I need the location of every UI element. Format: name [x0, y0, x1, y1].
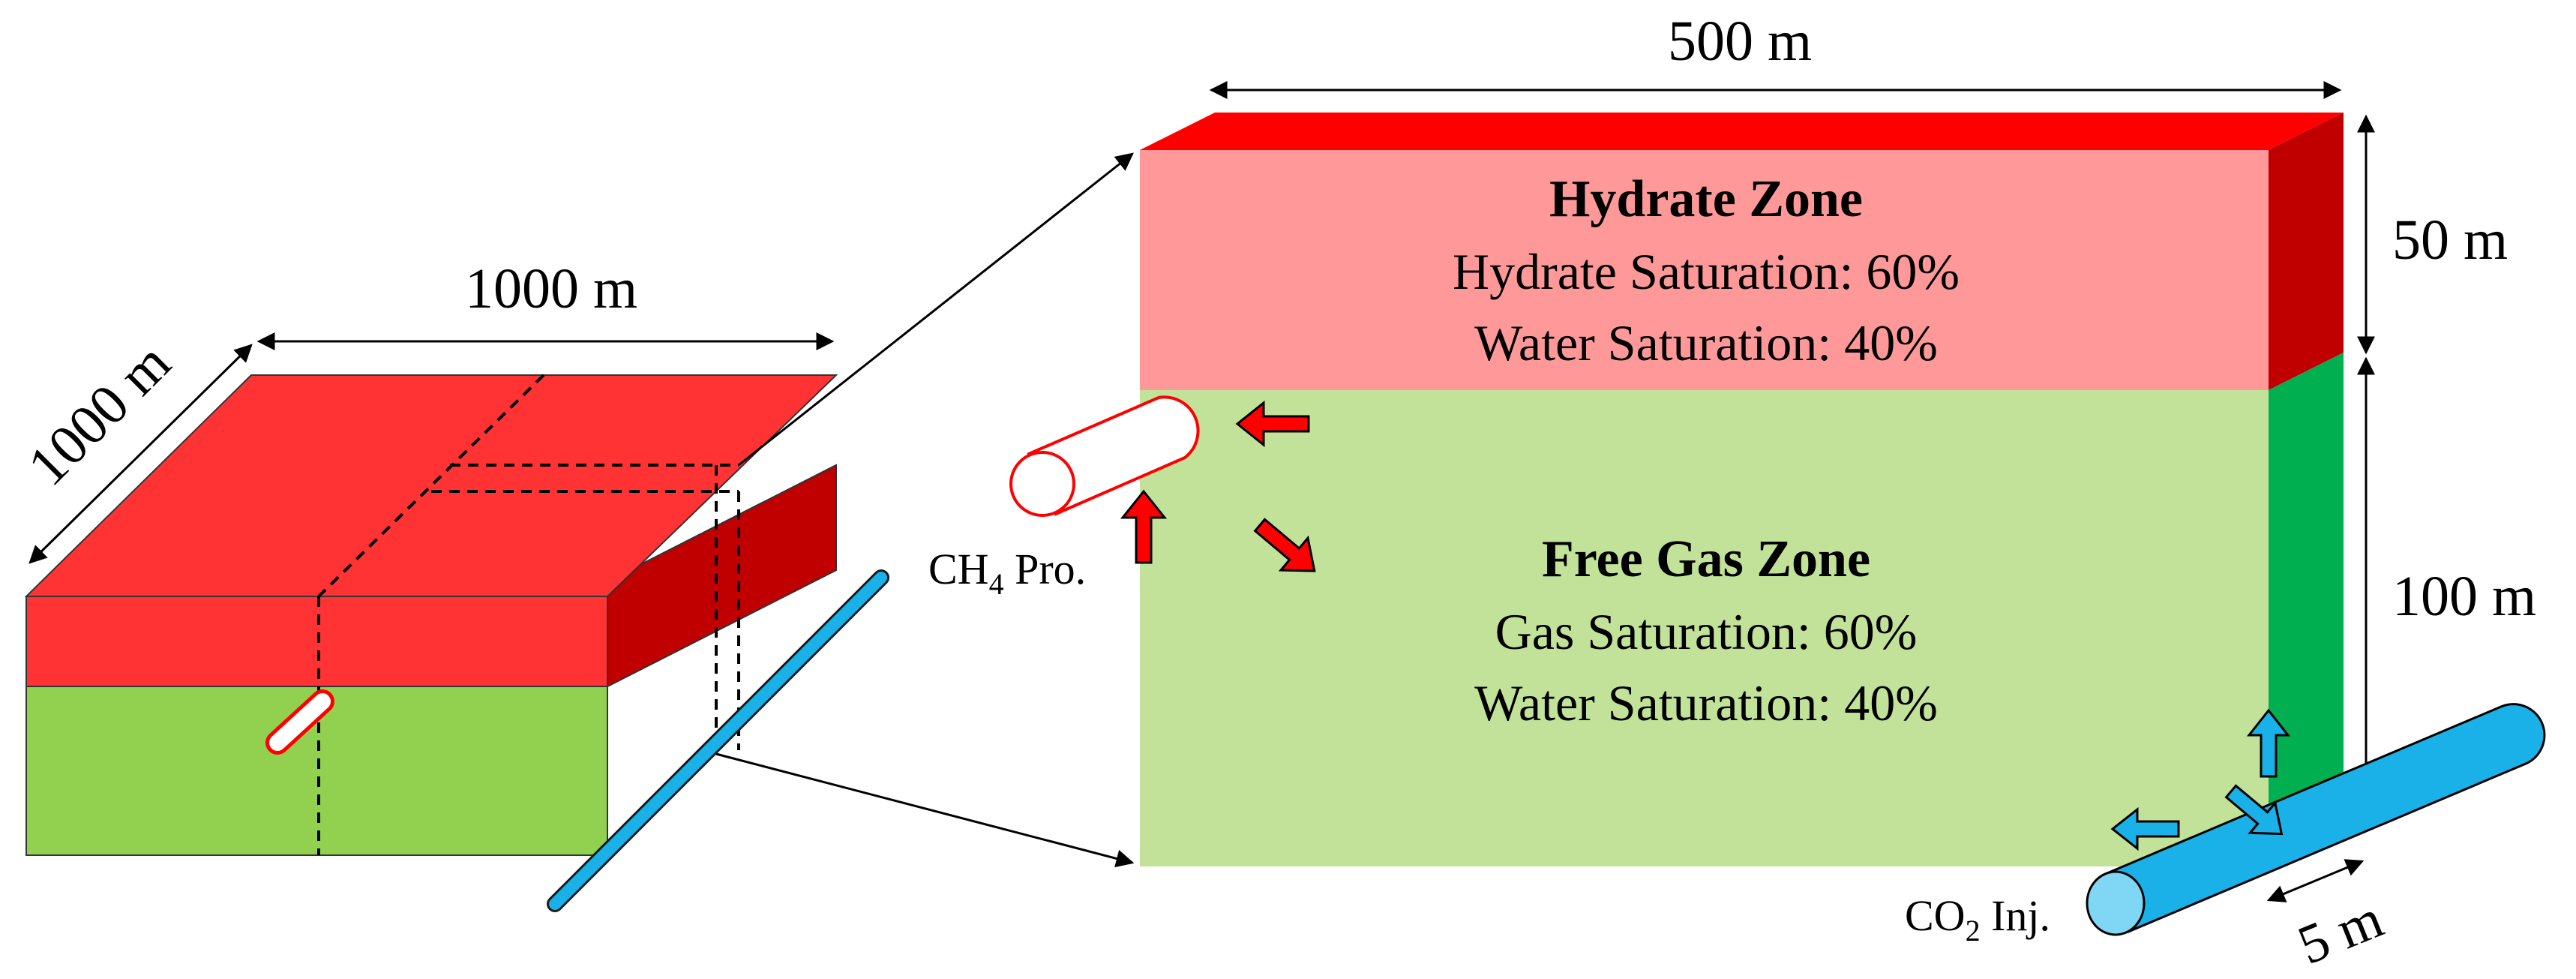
hydrate-height-label: 50 m [2392, 209, 2508, 272]
producer-well-label: CH4 Pro. [928, 545, 1086, 601]
large-reservoir-block: Hydrate Zone Hydrate Saturation: 60% Wat… [928, 10, 2546, 977]
large-block-hydrate-side [2269, 113, 2344, 390]
large-block-gas-side [2269, 353, 2344, 825]
hydrate-zone-title: Hydrate Zone [1549, 170, 1863, 228]
red-arrow-up [1120, 489, 1168, 564]
producer-well-icon [1009, 395, 1200, 517]
large-width-label: 500 m [1668, 10, 1812, 73]
small-width-label: 1000 m [465, 257, 637, 320]
small-depth-dimension-arrow [28, 344, 253, 564]
large-block-top [1140, 113, 2344, 150]
gas-inflow-arrows [1120, 400, 1316, 572]
injector-well-label: CO2 Inj. [1905, 891, 2050, 947]
blue-arrow-left [2110, 806, 2180, 851]
free-gas-zone-line2: Water Saturation: 40% [1474, 674, 1938, 731]
blue-arrow-diagonal [2224, 784, 2284, 836]
gas-height-label: 100 m [2392, 565, 2536, 628]
small-producer-well-icon [265, 689, 334, 755]
small-block-dashed-lines [317, 374, 740, 855]
free-gas-zone-front [1140, 390, 2269, 866]
small-reservoir-block: 1000 m 1000 m [16, 257, 889, 912]
blue-arrow-up [2246, 708, 2291, 778]
small-block-hydrate-front [25, 596, 608, 687]
well-spacing-dimension-arrow [2266, 859, 2365, 902]
free-gas-zone-line1: Gas Saturation: 60% [1495, 603, 1918, 660]
injector-well-icon [2086, 703, 2546, 936]
well-spacing-label: 5 m [2290, 888, 2392, 977]
zoom-connector-lines [715, 152, 1135, 868]
hydrate-zone-line1: Hydrate Saturation: 60% [1453, 243, 1960, 300]
hydrate-zone-front [1140, 150, 2269, 390]
red-arrow-left [1235, 400, 1310, 448]
hydrate-zone-line2: Water Saturation: 40% [1474, 314, 1938, 371]
free-gas-zone-title: Free Gas Zone [1542, 530, 1870, 588]
small-injector-well-icon [547, 569, 889, 912]
co2-injection-arrows [2110, 708, 2291, 851]
red-arrow-diagonal [1253, 518, 1316, 572]
